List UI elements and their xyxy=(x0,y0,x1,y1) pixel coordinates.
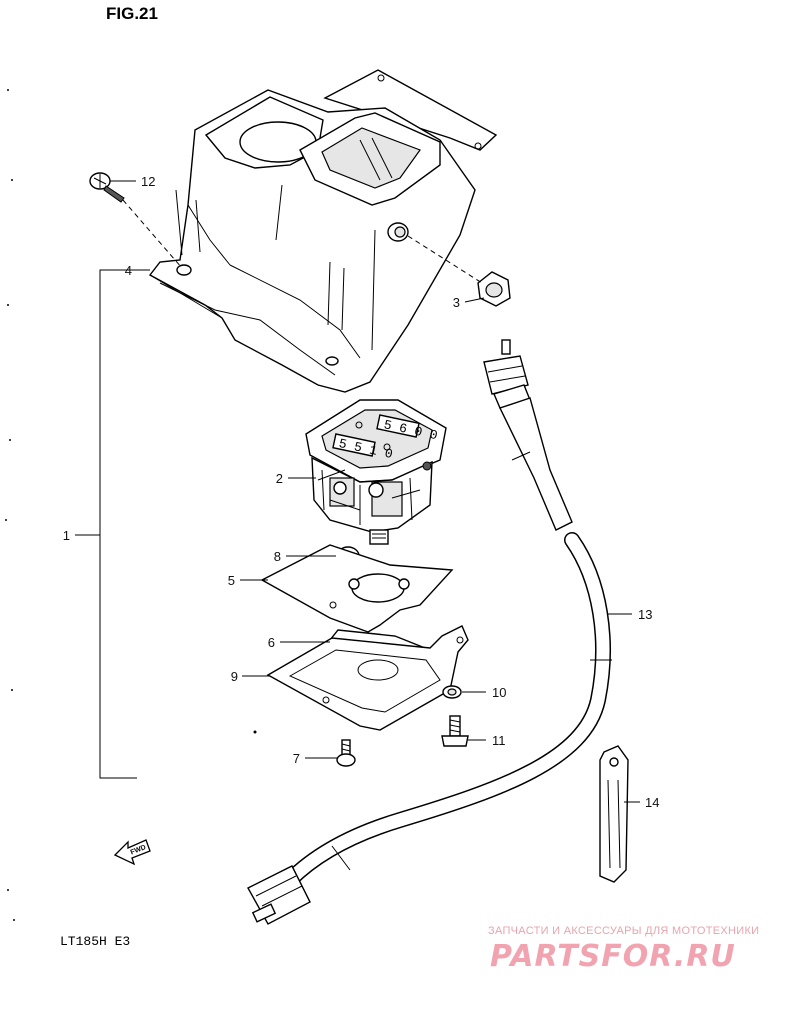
part-label-3: 3 xyxy=(453,295,460,310)
screw-top-guide-line xyxy=(122,199,183,269)
watermark-caption: ЗАПЧАСТИ И АКСЕССУАРЫ ДЛЯ МОТОТЕХНИКИ xyxy=(488,925,759,937)
bracket-plate-icon xyxy=(266,625,469,731)
part-label-12: 12 xyxy=(141,174,155,189)
leader-3 xyxy=(464,297,485,303)
figure-title: FIG.21 xyxy=(106,4,158,23)
part-label-9: 9 xyxy=(231,669,238,684)
part-label-10: 10 xyxy=(492,685,506,700)
forward-arrow-icon: FWD xyxy=(113,839,151,866)
model-code: LT185H E3 xyxy=(60,934,130,949)
part-label-2: 2 xyxy=(276,471,283,486)
part-label-7: 7 xyxy=(293,751,300,766)
assembly-bracket-line xyxy=(99,269,137,779)
part-label-14: 14 xyxy=(645,795,659,810)
screw-bottom-icon xyxy=(336,739,356,767)
part-label-5: 5 xyxy=(228,573,235,588)
screw-top-icon xyxy=(89,172,125,203)
grommet-nut-icon xyxy=(477,271,511,307)
grommet-guide-line xyxy=(407,235,483,284)
part-label-13: 13 xyxy=(638,607,652,622)
scan-specks xyxy=(5,89,257,921)
part-label-1: 1 xyxy=(63,528,70,543)
part-label-11: 11 xyxy=(492,733,506,748)
part-label-8: 8 xyxy=(274,549,281,564)
meter-case xyxy=(148,69,498,393)
part-label-4: 4 xyxy=(125,263,132,278)
speedometer-cable xyxy=(247,339,612,925)
part-label-6: 6 xyxy=(268,635,275,650)
watermark-logo: PARTSFOR.RU xyxy=(490,939,736,974)
washer-icon xyxy=(442,685,462,699)
bolt-icon xyxy=(441,715,469,747)
speedometer-head: 5 6 0 0 5 5 1 0 xyxy=(305,399,447,545)
gasket-icon xyxy=(260,544,454,633)
cable-clamp-icon xyxy=(599,745,629,883)
